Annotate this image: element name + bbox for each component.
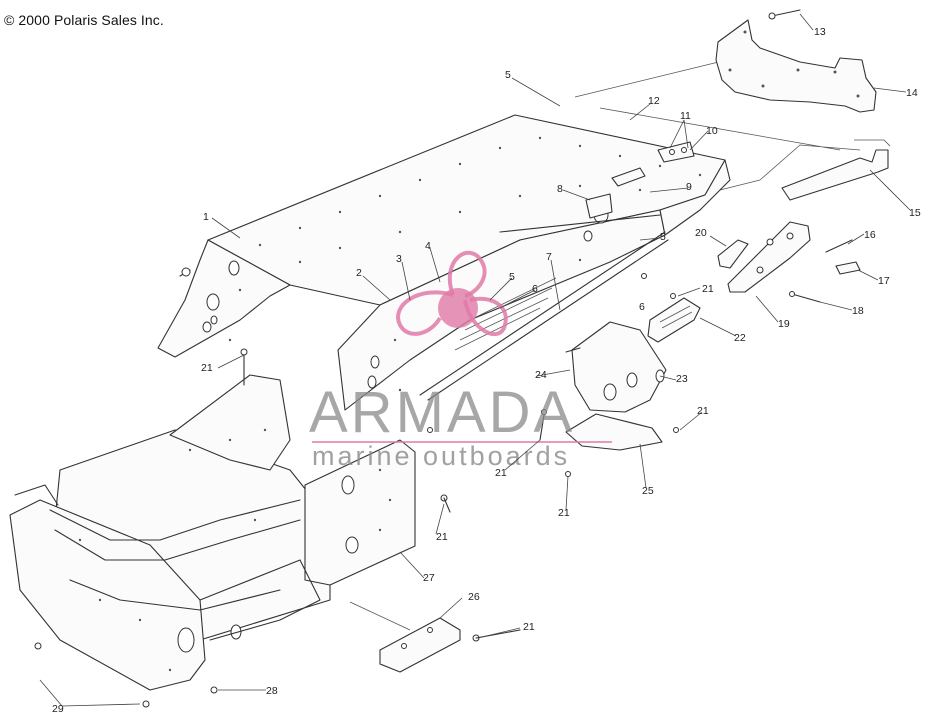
lower-bracket-part: [565, 413, 663, 451]
callout-12: 12: [648, 95, 660, 107]
callout-13: 13: [814, 26, 826, 38]
callout-5: 5: [509, 271, 515, 283]
callout-3: 3: [396, 253, 402, 265]
callout-5: 5: [660, 231, 666, 243]
callout-9: 9: [686, 181, 692, 193]
watermark-brand: ARMADA: [309, 380, 575, 445]
callout-21: 21: [436, 531, 448, 543]
pad-part: [585, 193, 613, 219]
callout-21: 21: [702, 283, 714, 295]
callout-23: 23: [676, 373, 688, 385]
callout-21: 21: [201, 362, 213, 374]
callout-16: 16: [864, 229, 876, 241]
screw-part: [768, 9, 801, 20]
callout-24: 24: [535, 369, 547, 381]
callout-17: 17: [878, 275, 890, 287]
small-fastener-parts: [789, 239, 861, 303]
copyright-notice: © 2000 Polaris Sales Inc.: [4, 12, 164, 28]
block-part: [717, 239, 749, 269]
rear-bumper-part: [781, 139, 891, 201]
callout-26: 26: [468, 591, 480, 603]
callout-21: 21: [495, 467, 507, 479]
callout-1: 1: [203, 211, 209, 223]
callout-22: 22: [734, 332, 746, 344]
watermark-tagline: marine outboards: [312, 441, 570, 471]
bracket-part: [611, 141, 695, 187]
callout-2: 2: [356, 267, 362, 279]
callout-28: 28: [266, 685, 278, 697]
callout-labels: 1 2 3 4 5 5 5 6 6 7 8 9 10 11 12 13 14 1…: [52, 26, 921, 714]
callout-11: 11: [680, 110, 691, 122]
callout-21: 21: [558, 507, 570, 519]
callout-21: 21: [523, 621, 535, 633]
callout-5: 5: [505, 69, 511, 81]
callout-8: 8: [557, 183, 563, 195]
callout-29: 29: [52, 703, 64, 714]
callout-7: 7: [546, 251, 552, 263]
callout-leaders: [39, 13, 911, 707]
callout-4: 4: [425, 240, 431, 252]
rear-bracket-part: [727, 221, 811, 293]
callout-20: 20: [695, 227, 707, 239]
tunnel-part: [157, 114, 731, 411]
watermark-logo: [396, 250, 508, 337]
angle-bracket-part: [349, 601, 461, 673]
callout-25: 25: [642, 485, 654, 497]
rear-flap-part: [715, 19, 877, 113]
fastener-parts: [34, 273, 679, 708]
callout-6: 6: [639, 301, 645, 313]
cross-member-part: [565, 321, 667, 413]
callout-19: 19: [778, 318, 790, 330]
callout-14: 14: [906, 87, 918, 99]
callout-21: 21: [697, 405, 709, 417]
callout-27: 27: [423, 572, 435, 584]
callout-18: 18: [852, 305, 864, 317]
callout-10: 10: [706, 125, 718, 137]
step-part: [647, 297, 701, 343]
callout-15: 15: [909, 207, 921, 219]
bulkhead-part: [9, 374, 416, 691]
callout-6: 6: [532, 283, 538, 295]
